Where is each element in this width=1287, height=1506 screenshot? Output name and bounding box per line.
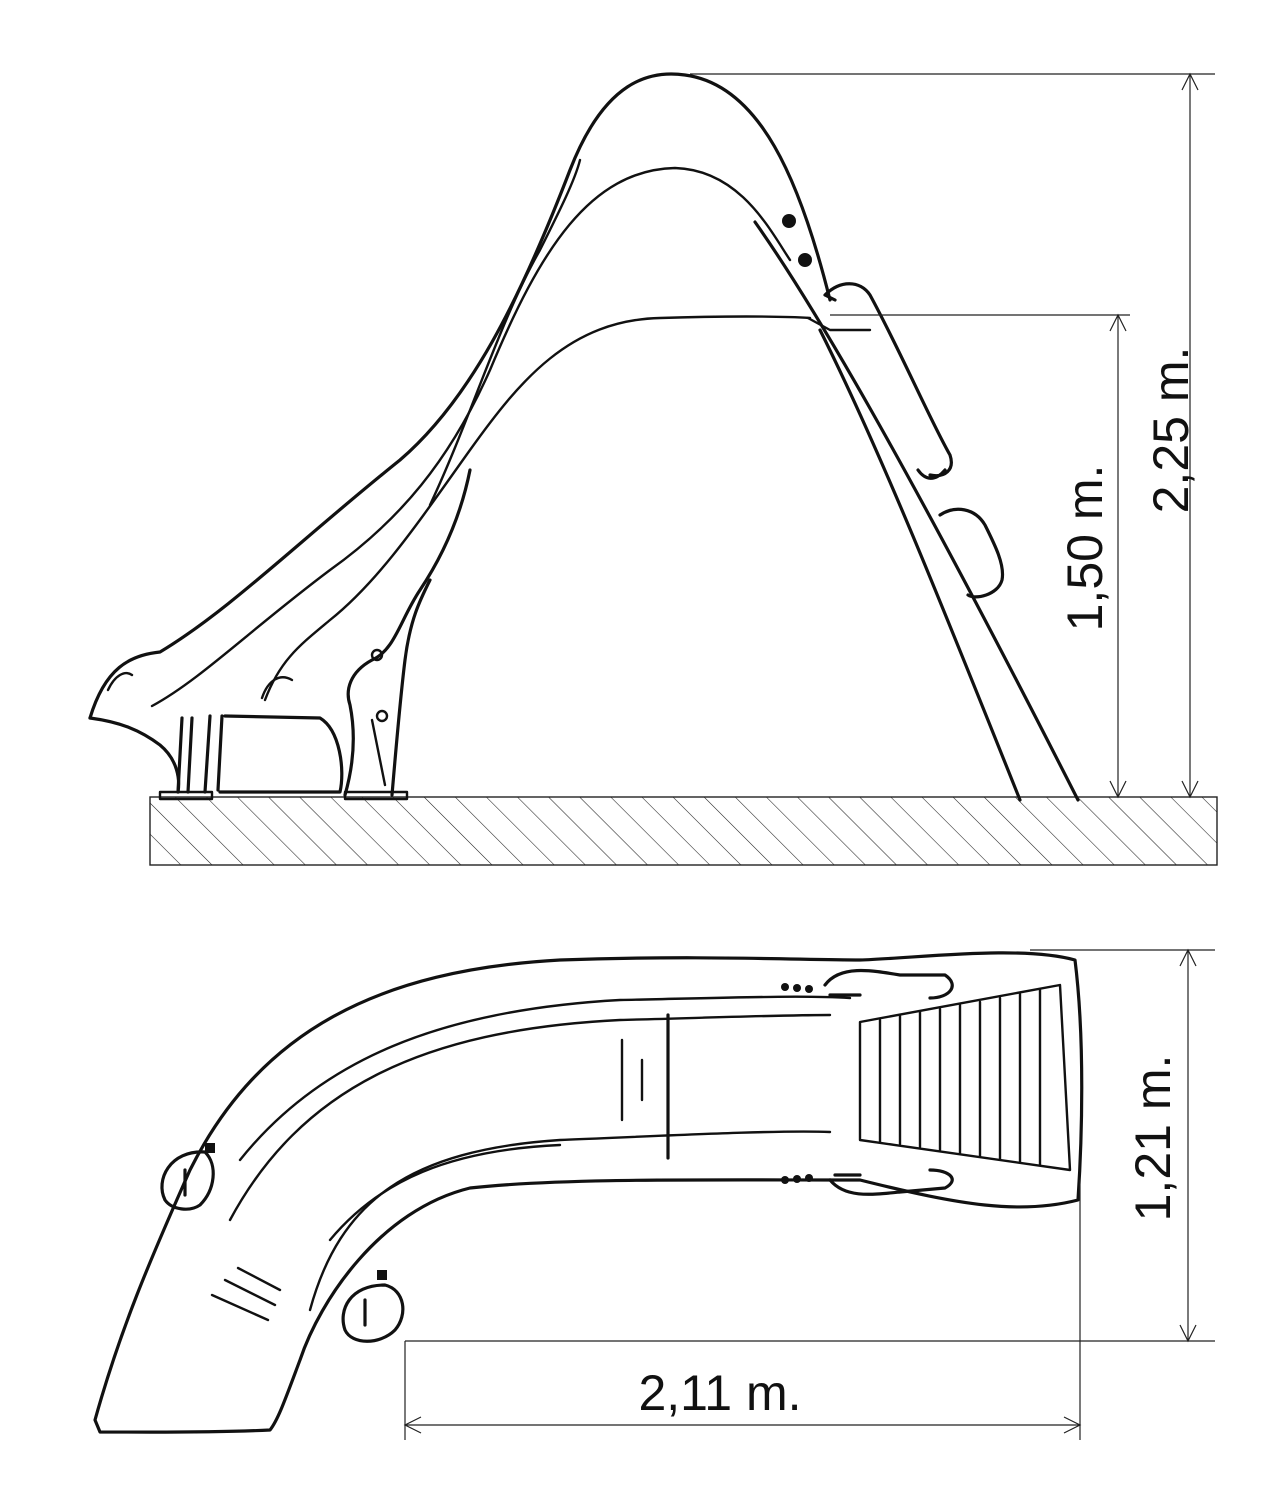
top-view (93, 951, 1084, 1434)
clamp-bolt (377, 1270, 387, 1280)
slide-inner-rim (150, 166, 792, 708)
ladder-frame (858, 983, 1072, 1172)
ladder-steps (878, 988, 1042, 1167)
bolt-icon (781, 1176, 789, 1184)
slide-rim-line (428, 158, 582, 507)
side-view (88, 72, 1218, 866)
length-label: 2,11 m. (638, 1365, 801, 1421)
front-leg (176, 714, 224, 794)
side-dimensions: 2,25 m. 1,50 m. (690, 72, 1215, 799)
bolt-icon (798, 253, 812, 267)
slide-exit-lip (88, 716, 181, 794)
platform-edge (806, 316, 872, 332)
bolt-icon (781, 983, 789, 991)
top-handle-upper (823, 969, 954, 1000)
platform-height-label: 1,50 m. (1057, 465, 1113, 632)
clamp-left (160, 1150, 215, 1211)
clamp-bolt (205, 1143, 215, 1153)
top-handle-lower (828, 1168, 954, 1196)
width-label: 1,21 m. (1125, 1055, 1181, 1222)
bolt-icon (805, 985, 813, 993)
slide-mid-curl (260, 676, 294, 700)
foot-plate (343, 790, 409, 801)
rear-support-right (390, 578, 432, 797)
clamp-right (341, 1283, 405, 1343)
ladder-rail-left (818, 328, 1022, 802)
slide-top-outer (93, 951, 1084, 1434)
bolt-icon (793, 984, 801, 992)
total-height-label: 2,25 m. (1143, 347, 1199, 514)
bolt-hole (375, 709, 389, 723)
ladder-rail-right (753, 220, 1080, 802)
slide-exit-curl (106, 671, 134, 692)
bolt-hole (370, 648, 384, 662)
bolt-icon (793, 1175, 801, 1183)
slide-underside (263, 315, 812, 702)
slide-outer-edge (88, 72, 832, 720)
support-brace (370, 718, 387, 787)
top-dimensions: 1,21 m. 2,11 m. (403, 948, 1215, 1440)
rear-support-body (343, 468, 472, 797)
friction-marks (210, 1266, 282, 1322)
bolt-icon (782, 214, 796, 228)
bolt-icon (805, 1174, 813, 1182)
slide-chute-rim (238, 995, 852, 1242)
slide-chute-inner-lower (308, 1130, 832, 1312)
slide-chute-inner-upper (228, 1013, 832, 1222)
foot-plate (158, 790, 214, 801)
front-base-frame (218, 714, 344, 794)
lower-handle (938, 507, 1005, 599)
ground-hatch (149, 796, 1218, 866)
upper-handle (823, 282, 953, 480)
